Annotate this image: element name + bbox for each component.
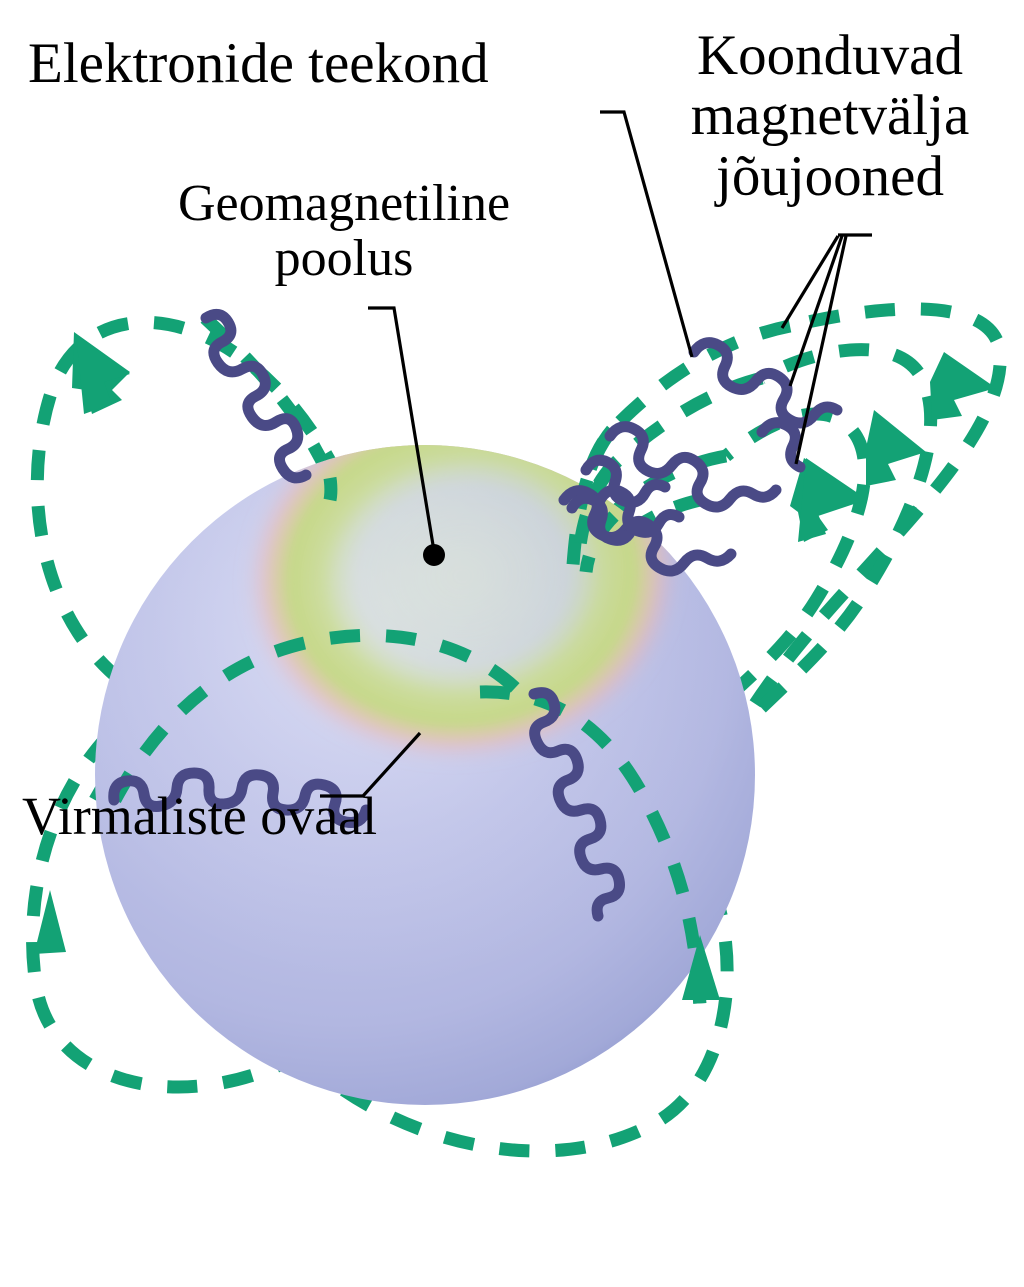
field-line-over-earth-right bbox=[479, 685, 707, 1011]
electron-trajectory-equatorial-right bbox=[528, 687, 625, 922]
leader-converging-2 bbox=[780, 235, 840, 329]
electron-trajectory-cusp-b bbox=[566, 492, 637, 546]
field-line-over-earth-cusp bbox=[323, 476, 338, 502]
arrowhead-right-inner-solid bbox=[798, 458, 868, 542]
field-line-bottom bbox=[295, 856, 734, 1158]
geomagnetic-pole-dot bbox=[423, 544, 445, 566]
arrowhead-bottom-right bbox=[682, 935, 720, 1000]
electron-trajectories bbox=[108, 308, 843, 922]
electron-trajectory-top-right-1 bbox=[688, 337, 843, 429]
electron-trajectory-equatorial-left bbox=[108, 767, 372, 828]
field-line-cusp-upper-left bbox=[200, 313, 336, 481]
arrowhead-left-lower bbox=[34, 890, 66, 954]
leader-electron-path bbox=[600, 110, 694, 358]
electron-trajectory-far-right bbox=[756, 417, 806, 473]
field-line-over-earth-left bbox=[109, 628, 538, 804]
field-line-left-lower bbox=[26, 694, 304, 1094]
field-line-arrowheads bbox=[34, 332, 996, 1000]
leader-auroral-oval bbox=[320, 731, 422, 798]
electron-trajectory-top-right-2 bbox=[604, 421, 782, 513]
arrowhead-right-outer bbox=[930, 352, 996, 420]
electron-trajectory-cusp-c bbox=[594, 484, 685, 538]
leader-converging-3 bbox=[788, 235, 844, 387]
magnetic-field-lines-front bbox=[109, 425, 707, 1011]
field-line-over-earth-cusp-right-b bbox=[571, 465, 616, 567]
leader-lines bbox=[320, 110, 872, 798]
field-line-cusp-d bbox=[609, 493, 702, 551]
field-line-left-upper bbox=[30, 315, 346, 706]
label-geomagnetic-pole: Geomagnetiline poolus bbox=[177, 175, 511, 288]
arrowhead-right-middle bbox=[866, 410, 926, 486]
label-converging-field-lines: Koonduvad magnetvälja jõujooned bbox=[690, 24, 970, 208]
label-electron-path: Elektronide teekond bbox=[28, 32, 489, 95]
leader-geomagnetic-pole bbox=[368, 306, 436, 552]
arrowhead-upper-left-solid bbox=[76, 334, 130, 414]
auroral-oval-inner-glow bbox=[296, 445, 628, 717]
leader-converging-4 bbox=[794, 235, 848, 465]
electron-trajectory-upper-left bbox=[200, 308, 312, 484]
auroral-oval bbox=[248, 445, 676, 759]
label-auroral-oval: Virmaliste ovaal bbox=[22, 786, 378, 846]
field-line-over-earth-cusp-right-c bbox=[579, 511, 619, 573]
